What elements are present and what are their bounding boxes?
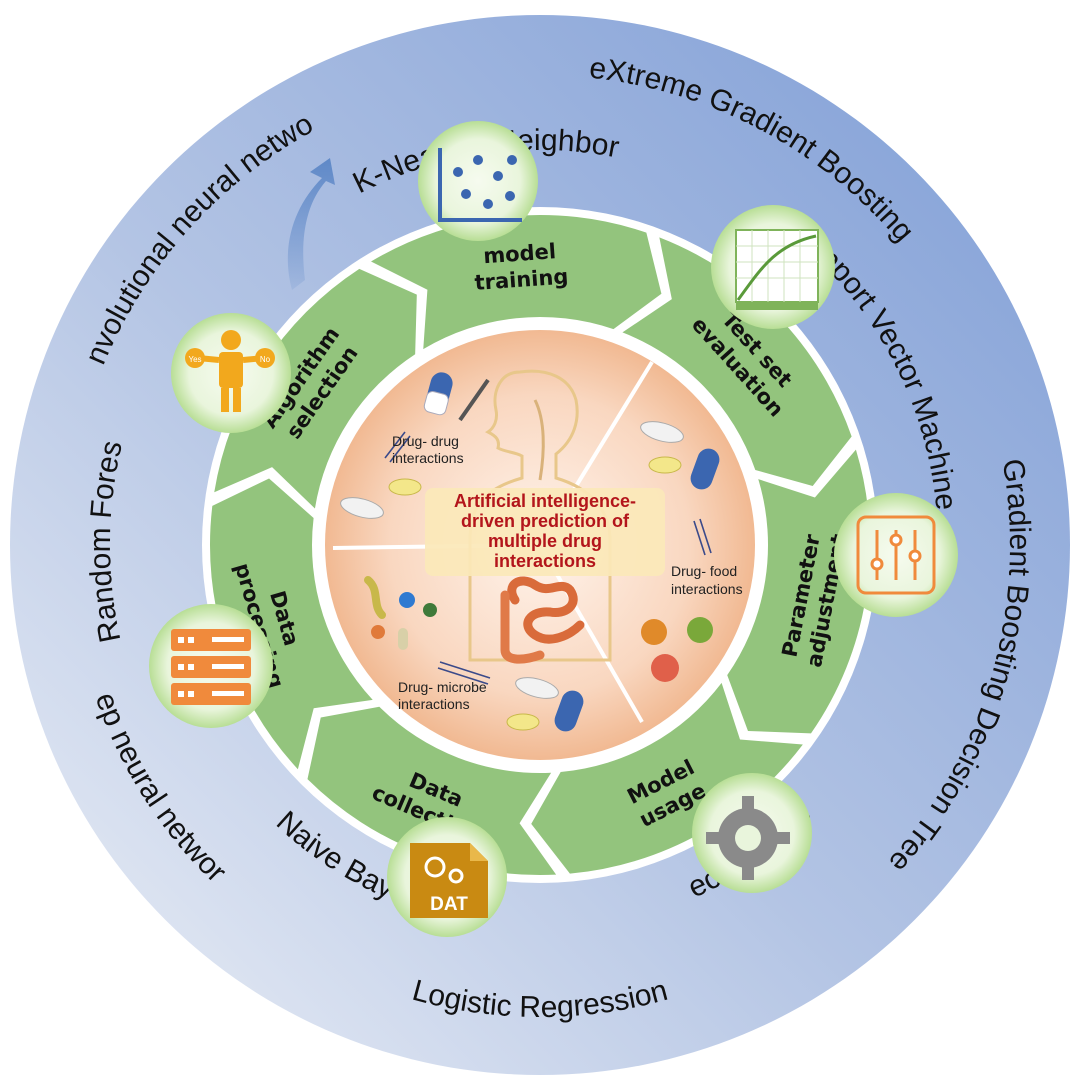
drug-microbe-label-1: Drug- microbe [398,679,487,695]
algorithm-badge: Yes No [171,313,291,433]
intestine-illustration [500,576,585,664]
processing-badge [149,604,273,728]
gear-icon [706,796,790,880]
dat-text: DAT [430,894,468,915]
drug-food-label-1: Drug- food [671,563,737,579]
center-title-line-3: multiple drug [488,531,602,551]
server-rack-icon [171,629,251,705]
drug-microbe-label-2: interactions [398,696,470,712]
center-title-line-2: driven prediction of [461,511,630,531]
interaction-arrows [384,431,712,685]
collection-badge: DAT [387,817,507,937]
usage-badge [692,773,812,893]
segment-data-collection [307,706,557,875]
no-text: No [260,355,271,364]
yes-text: Yes [188,355,201,364]
parameter-badge [834,493,958,617]
svm-badge [711,205,835,329]
data-file-icon: DAT [410,843,488,918]
curve-chart-icon [735,229,819,310]
scatter-plot-icon [438,148,522,222]
pill-illustrations [340,372,720,732]
center-title-line-4: interactions [494,551,596,571]
decision-person-icon: Yes No [185,330,275,412]
drug-drug-label-1: Drug- drug [392,433,459,449]
label-model-training-line-1: model [482,239,556,268]
center-title-line-1: Artificial intelligence- [454,491,636,511]
icon-badges: Yes No [149,121,958,937]
segment-model-training [371,215,662,350]
segment-model-usage [531,682,803,874]
drug-food-label-2: interactions [671,581,743,597]
drug-drug-label-2: interactions [392,450,464,466]
segment-test-set-evaluation [622,237,852,487]
knn-badge [418,121,538,241]
segment-algorithm-selection [214,268,417,509]
selection-arrow [287,158,335,290]
center-title-box [425,488,665,576]
segment-parameter-adjustment [727,449,870,734]
sliders-icon [856,515,936,595]
